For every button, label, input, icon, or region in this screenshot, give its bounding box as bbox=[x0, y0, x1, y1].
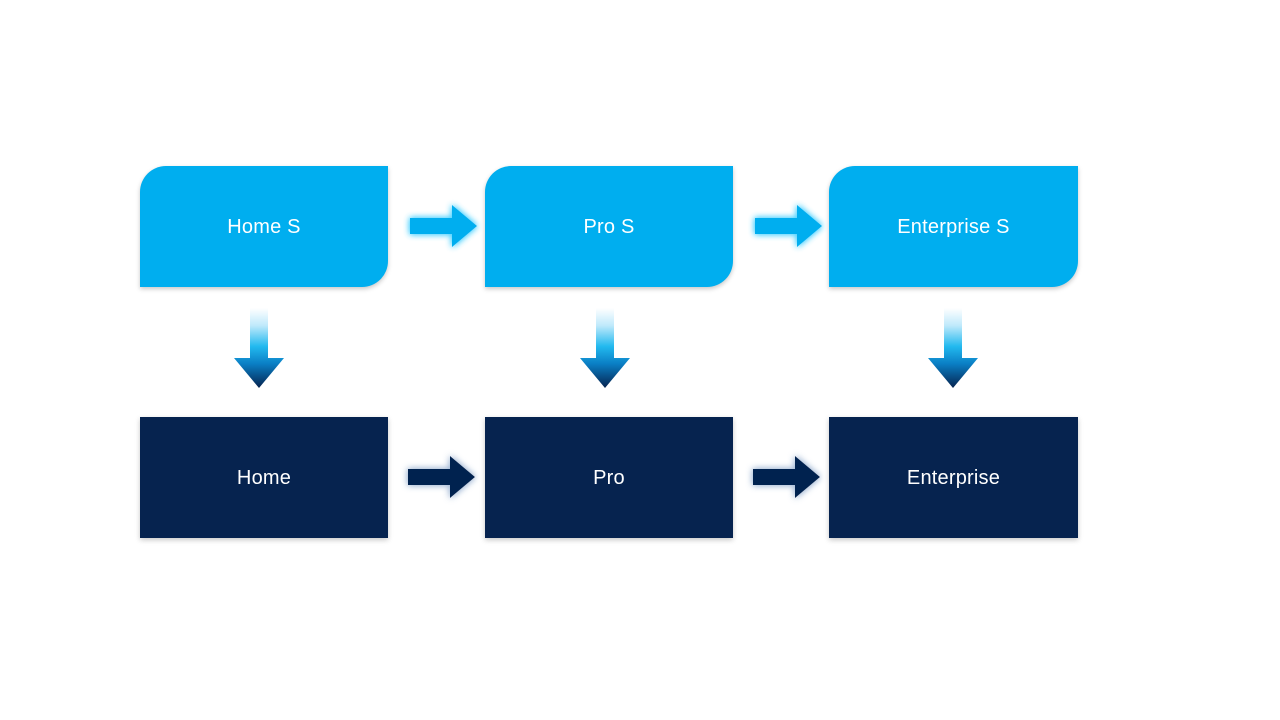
node-home-s[interactable]: Home S bbox=[140, 166, 388, 287]
arrow-right-icon-service-2 bbox=[752, 199, 824, 253]
arrow-right-icon-product-1 bbox=[405, 450, 477, 504]
arrow-down-icon-home bbox=[232, 308, 286, 392]
node-enterprise-s[interactable]: Enterprise S bbox=[829, 166, 1078, 287]
node-home-s-label: Home S bbox=[227, 215, 301, 238]
arrow-down-icon-enterprise bbox=[926, 308, 980, 392]
node-home-label: Home bbox=[236, 466, 292, 489]
node-enterprise-label: Enterprise bbox=[906, 466, 1001, 489]
node-pro-s[interactable]: Pro S bbox=[485, 166, 733, 287]
node-home[interactable]: Home bbox=[140, 417, 388, 538]
arrow-down-icon-pro bbox=[578, 308, 632, 392]
arrow-right-icon-service-1 bbox=[407, 199, 479, 253]
node-pro[interactable]: Pro bbox=[485, 417, 733, 538]
arrow-right-icon-product-2 bbox=[750, 450, 822, 504]
node-enterprise-s-label: Enterprise S bbox=[897, 215, 1010, 238]
node-enterprise[interactable]: Enterprise bbox=[829, 417, 1078, 538]
node-pro-s-label: Pro S bbox=[583, 215, 635, 238]
node-pro-label: Pro bbox=[593, 466, 625, 489]
